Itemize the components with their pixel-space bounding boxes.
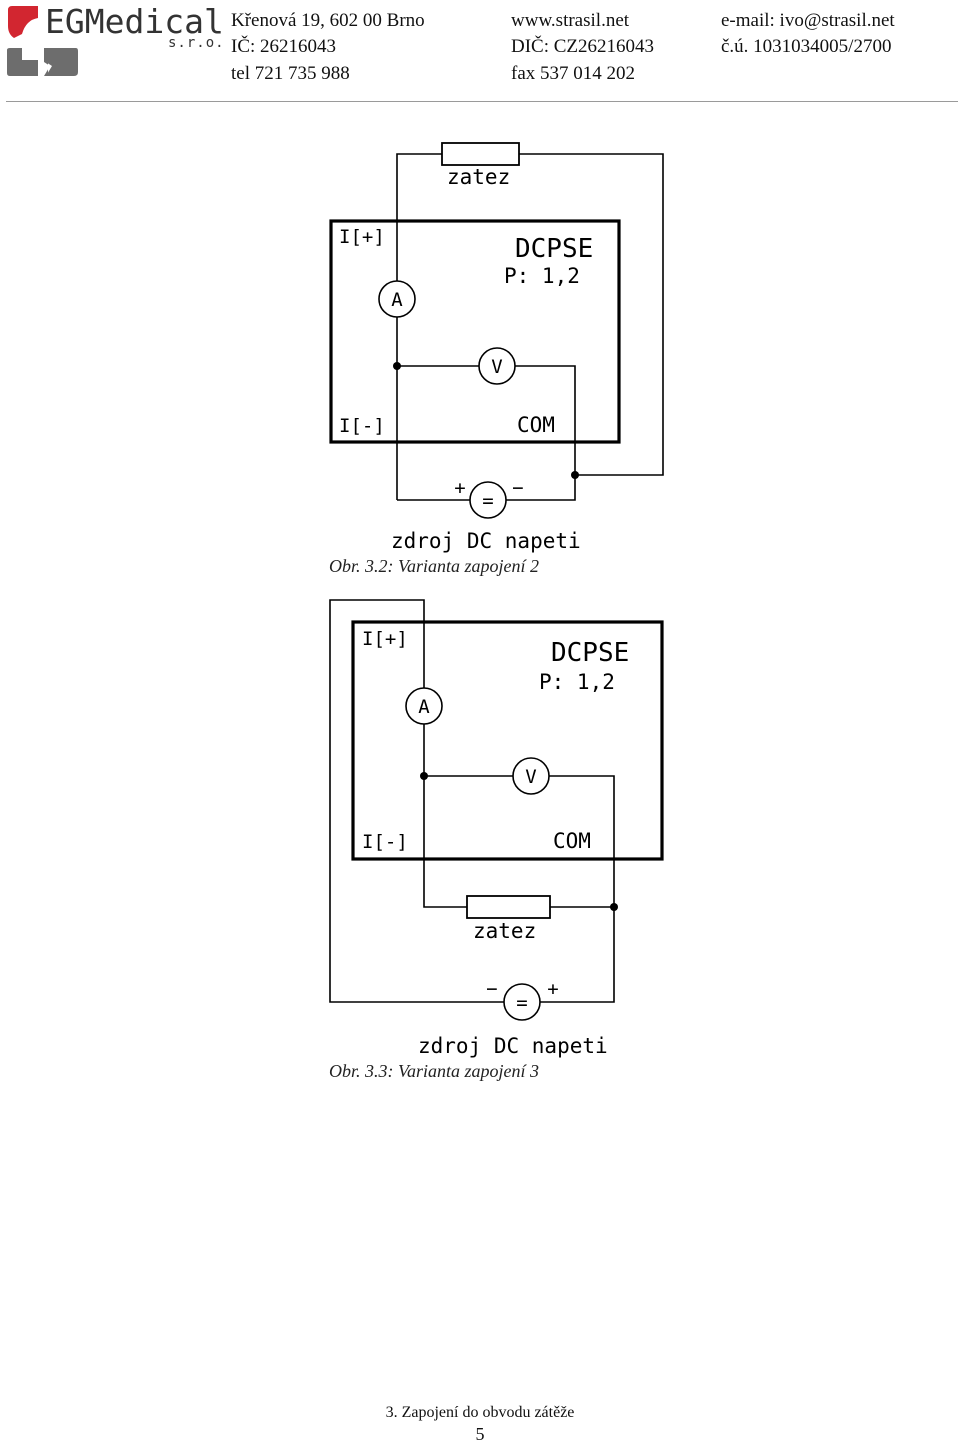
voltmeter-symbol <box>478 347 516 385</box>
company-phone: tel 721 735 988 <box>231 63 350 84</box>
wire-outer-loop <box>329 599 504 1003</box>
footer-section-title: 3. Zapojení do obvodu zátěže <box>385 1404 575 1421</box>
company-address: Křenová 19, 602 00 Brno <box>231 10 425 31</box>
wire-load-right <box>519 153 664 476</box>
terminal-minus-label: I[-] <box>362 831 408 853</box>
source-plus-label: + <box>547 978 558 1000</box>
circuit-diagram-variant-2: zatez I[+] DCPSE P: 1,2 A V I[-] COM + −… <box>329 142 664 553</box>
company-fax: fax 537 014 202 <box>511 63 636 84</box>
device-name: DCPSE <box>515 234 593 264</box>
device-name: DCPSE <box>551 638 629 668</box>
device-box <box>351 620 664 861</box>
company-email[interactable]: e-mail: ivo@strasil.net <box>721 10 895 31</box>
junction-dot <box>393 362 401 370</box>
company-web[interactable]: www.strasil.net <box>511 10 630 31</box>
page-number: 5 <box>475 1424 485 1444</box>
source-minus-label: − <box>486 978 497 1000</box>
ammeter-symbol <box>378 280 416 318</box>
junction-dot <box>420 772 428 780</box>
figure-caption-3-3: Obr. 3.3: Varianta zapojení 3 <box>329 1061 540 1081</box>
logo-gray-right-icon <box>46 48 78 76</box>
wire-node-to-load <box>423 776 467 908</box>
junction-dot <box>571 471 579 479</box>
voltmeter-label: V <box>525 766 536 788</box>
terminal-minus-label: I[-] <box>339 415 385 437</box>
load-resistor <box>466 895 551 919</box>
voltmeter-symbol <box>512 757 550 795</box>
device-box <box>329 219 621 444</box>
ammeter-symbol <box>405 687 443 725</box>
wire-source-to-com <box>506 475 576 501</box>
brand-name: EGMedical <box>45 2 224 41</box>
source-symbol-label: = <box>516 992 527 1014</box>
device-params: P: 1,2 <box>504 264 580 288</box>
figure-caption-3-2: Obr. 3.2: Varianta zapojení 2 <box>329 556 540 576</box>
source-label: zdroj DC napeti <box>391 529 581 553</box>
company-vat: DIČ: CZ26216043 <box>511 36 655 57</box>
load-resistor <box>441 142 520 166</box>
dc-source-symbol <box>469 481 507 519</box>
source-minus-label: − <box>512 477 523 499</box>
ammeter-label: A <box>391 289 403 311</box>
wire-voltmeter-to-com <box>549 775 615 907</box>
dc-source-symbol <box>503 983 541 1021</box>
device-params: P: 1,2 <box>539 670 615 694</box>
company-logo <box>7 6 48 76</box>
terminal-com-label: COM <box>553 829 591 853</box>
source-label: zdroj DC napeti <box>418 1034 608 1058</box>
load-label: zatez <box>473 919 536 943</box>
company-id: IČ: 26216043 <box>231 36 337 57</box>
terminal-plus-label: I[+] <box>362 628 408 650</box>
source-plus-label: + <box>454 477 465 499</box>
terminal-plus-label: I[+] <box>339 226 385 248</box>
wire-voltmeter-to-com <box>515 365 576 475</box>
ammeter-label: A <box>418 696 430 718</box>
load-label: zatez <box>447 165 510 189</box>
brand-suffix: s.r.o. <box>168 35 225 51</box>
header-divider <box>6 101 958 102</box>
circuit-diagram-variant-3: I[+] DCPSE P: 1,2 A V I[-] COM zatez − +… <box>329 599 664 1058</box>
junction-dot <box>610 903 618 911</box>
logo-gray-left-mark <box>7 48 38 76</box>
voltmeter-label: V <box>491 356 502 378</box>
company-account: č.ú. 1031034005/2700 <box>721 36 892 57</box>
wire-load-left <box>396 153 442 220</box>
logo-red-mark <box>8 6 38 38</box>
source-symbol-label: = <box>482 490 493 512</box>
wire-com-to-source <box>540 907 615 1003</box>
terminal-com-label: COM <box>517 413 555 437</box>
